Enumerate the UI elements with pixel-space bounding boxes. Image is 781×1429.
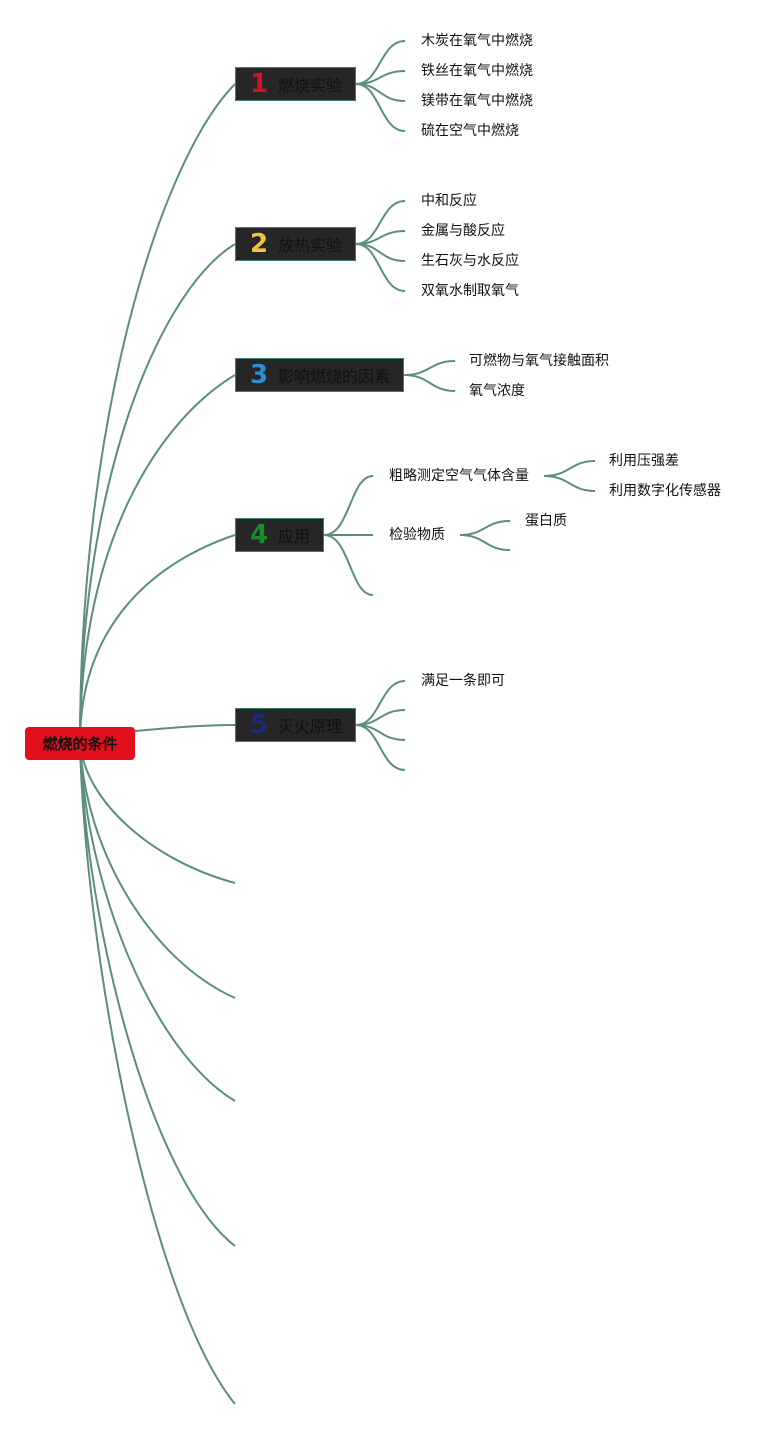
link-root-empty-5 (79, 742, 236, 1405)
branch-number-1: 1 (250, 69, 269, 99)
link-b1-c4 (355, 83, 406, 132)
branch-node-1[interactable]: 1 燃烧实验 (235, 67, 356, 101)
sub-node-4-2[interactable]: 检验物质 (389, 527, 445, 543)
sub-node-4-1[interactable]: 粗略测定空气气体含量 (389, 468, 529, 484)
leaf-4-1-2[interactable]: 利用数字化传感器 (609, 483, 721, 499)
branch-number-5: 5 (250, 710, 269, 740)
link-b4-s2-c1 (459, 520, 511, 536)
branch-number-4: 4 (250, 520, 269, 550)
branch-node-4[interactable]: 4 应用 (235, 518, 324, 552)
leaf-4-2-1[interactable]: 蛋白质 (525, 513, 567, 529)
branch-node-3[interactable]: 3 影响燃烧的因素 (235, 358, 404, 392)
branch-node-2[interactable]: 2 放热实验 (235, 227, 356, 261)
leaf-3-1[interactable]: 可燃物与氧气接触面积 (469, 353, 609, 369)
link-b4-s2-c2 (459, 534, 511, 551)
link-root-empty-1 (79, 742, 236, 884)
link-root-branch-5 (134, 724, 236, 732)
link-root-empty-3 (79, 742, 236, 1102)
link-b2-c4 (355, 243, 406, 292)
leaf-5-1[interactable]: 满足一条即可 (421, 673, 505, 689)
root-node[interactable]: 燃烧的条件 (25, 727, 135, 760)
link-b3-c1 (403, 360, 456, 376)
branch-number-3: 3 (250, 360, 269, 390)
root-label: 燃烧的条件 (42, 735, 118, 753)
leaf-3-2[interactable]: 氧气浓度 (469, 383, 525, 399)
branch-label-3: 影响燃烧的因素 (278, 367, 391, 386)
link-root-branch-4 (79, 534, 236, 744)
leaf-2-4[interactable]: 双氧水制取氧气 (421, 283, 519, 299)
leaf-1-3[interactable]: 镁带在氧气中燃烧 (421, 93, 533, 109)
leaf-4-1-1[interactable]: 利用压强差 (609, 453, 679, 469)
leaf-1-4[interactable]: 硫在空气中燃烧 (421, 123, 519, 139)
branch-number-2: 2 (250, 229, 269, 259)
link-root-branch-2 (79, 243, 236, 744)
leaf-2-2[interactable]: 金属与酸反应 (421, 223, 505, 239)
link-b5-c4 (355, 724, 406, 771)
link-root-empty-4 (79, 742, 236, 1247)
link-root-branch-1 (79, 83, 236, 744)
leaf-2-1[interactable]: 中和反应 (421, 193, 477, 209)
branch-label-5: 灭火原理 (278, 717, 343, 736)
link-b4-c1 (323, 475, 374, 536)
link-b3-c2 (403, 374, 456, 392)
branch-label-2: 放热实验 (278, 236, 343, 255)
leaf-1-1[interactable]: 木炭在氧气中燃烧 (421, 33, 533, 49)
link-b4-s1-c2 (543, 475, 596, 492)
branch-label-4: 应用 (278, 527, 311, 546)
leaf-2-3[interactable]: 生石灰与水反应 (421, 253, 519, 269)
leaf-1-2[interactable]: 铁丝在氧气中燃烧 (421, 63, 533, 79)
branch-node-5[interactable]: 5 灭火原理 (235, 708, 356, 742)
link-root-empty-2 (79, 742, 236, 999)
branch-label-1: 燃烧实验 (278, 76, 343, 95)
link-b4-c3 (323, 534, 374, 596)
link-root-branch-3 (79, 374, 236, 744)
link-b4-s1-c1 (543, 460, 596, 477)
connector-lines (79, 40, 596, 1405)
